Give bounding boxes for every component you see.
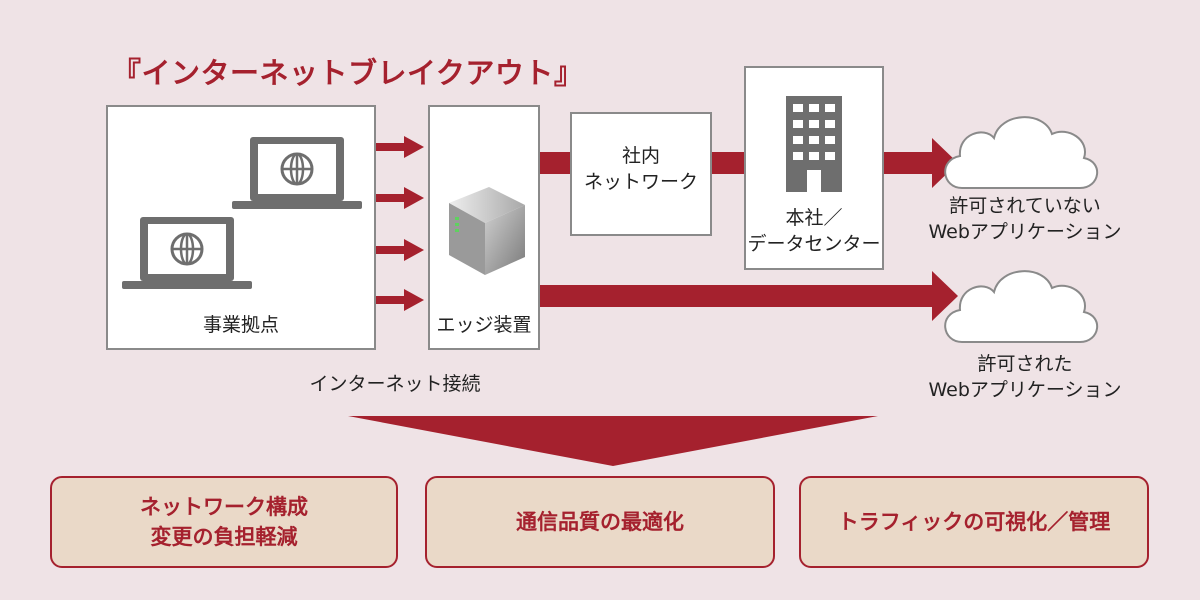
diagram-title: 『インターネットブレイクアウト』	[112, 56, 584, 90]
cloud-authorized-label: 許可された Webアプリケーション	[900, 352, 1150, 403]
laptop-globe-icon	[122, 217, 252, 289]
edge-device-label: エッジ装置	[436, 314, 532, 336]
arrow-icon	[376, 136, 424, 158]
cloud-icon	[944, 270, 1099, 343]
hq-label-line1: 本社／	[785, 207, 843, 229]
benefit-quality-optimization: 通信品質の最適化	[425, 476, 775, 568]
edge-to-network-line	[540, 152, 570, 174]
internal-network-label-line2: ネットワーク	[583, 170, 698, 193]
internal-network-label: 社内 ネットワーク	[572, 144, 710, 195]
laptop-globe-icon	[232, 137, 362, 209]
cloud-unauthorized-label-line2: Webアプリケーション	[928, 220, 1122, 243]
result-arrow	[348, 416, 878, 466]
breakout-arrow	[540, 271, 958, 321]
edge-device-icon	[449, 187, 525, 275]
arrow-icon	[376, 187, 424, 209]
cloud-authorized-label-line2: Webアプリケーション	[928, 378, 1122, 401]
building-icon	[786, 96, 842, 192]
benefit-network-config: ネットワーク構成 変更の負担軽減	[50, 476, 398, 568]
internal-network-label-line1: 社内	[621, 145, 660, 167]
cloud-icon	[944, 116, 1099, 189]
arrow-icon	[376, 239, 424, 261]
cloud-unauthorized-label: 許可されていない Webアプリケーション	[900, 194, 1150, 245]
network-to-hq-line	[712, 152, 744, 174]
cloud-authorized-label-line1: 許可された	[977, 353, 1073, 375]
internal-network-box: 社内 ネットワーク	[570, 112, 712, 236]
arrow-icon	[376, 289, 424, 311]
cloud-unauthorized-label-line1: 許可されていない	[949, 195, 1101, 217]
benefit-traffic-visibility: トラフィックの可視化／管理	[799, 476, 1149, 568]
site-label: 事業拠点	[202, 314, 279, 336]
hq-label: 本社／ データセンター	[746, 206, 882, 257]
hq-label-line2: データセンター	[747, 232, 881, 255]
hq-box: 本社／ データセンター	[744, 66, 884, 270]
site-to-edge-arrows	[376, 136, 424, 311]
hq-to-cloud-arrow	[884, 138, 958, 188]
edge-device-box: エッジ装置	[428, 105, 540, 350]
internet-connection-label: インターネット接続	[309, 373, 481, 395]
site-box: 事業拠点	[106, 105, 376, 350]
